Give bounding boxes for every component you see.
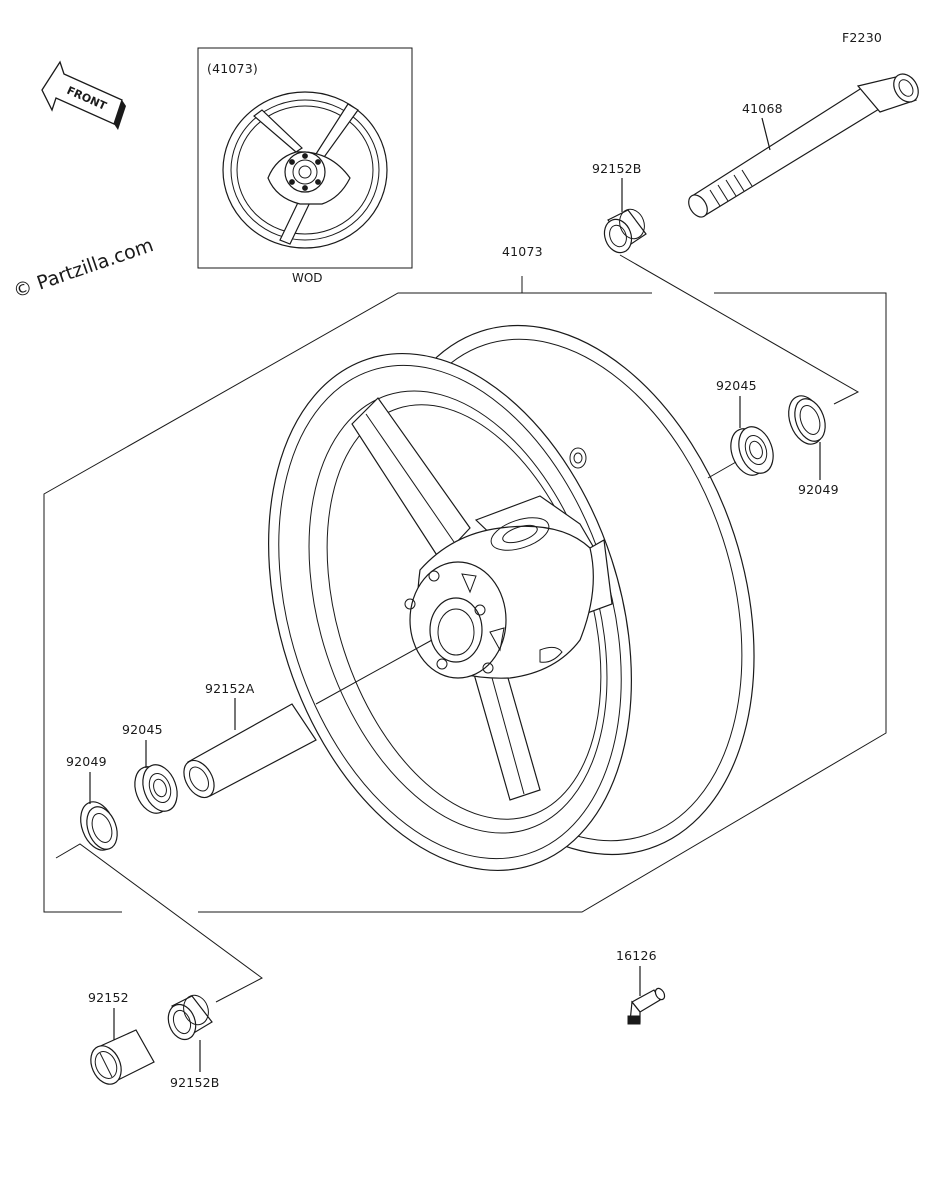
axle-icon [688, 73, 919, 218]
label-collar-bottom: 92152B [170, 1075, 220, 1090]
wheel-hub-icon [404, 517, 594, 679]
inset-caption: WOD [292, 271, 323, 285]
label-seal-left: 92049 [66, 754, 107, 769]
label-collar-top-right: 92152B [592, 161, 642, 176]
valve-icon [627, 987, 666, 1025]
label-valve: 16126 [616, 948, 657, 963]
inset-wheel-icon [222, 91, 388, 249]
diagram-code: F2230 [842, 30, 882, 45]
seal-right-icon [788, 395, 826, 445]
label-bearing-right: 92045 [716, 378, 757, 393]
collar-top-right-icon [603, 208, 647, 254]
label-bearing-left: 92045 [122, 722, 163, 737]
sleeve-icon [183, 703, 317, 799]
seal-left-icon [80, 801, 118, 851]
front-direction-arrow: FRONT [41, 60, 126, 130]
inset-wheel-panel: (41073) WOD [197, 47, 413, 285]
label-sleeve: 92152A [205, 681, 255, 696]
bearing-right-icon [730, 426, 774, 476]
watermark-text: © Partzilla.com [10, 234, 156, 303]
label-wheel: 41073 [502, 244, 543, 259]
label-seal-right: 92049 [798, 482, 839, 497]
label-collar: 92152 [88, 990, 129, 1005]
bearing-left-icon [134, 764, 178, 814]
assembly-outline [43, 276, 887, 913]
inset-part-number: (41073) [207, 61, 258, 76]
label-axle: 41068 [742, 101, 783, 116]
collar-icon [90, 1029, 155, 1085]
collar-bottom-icon [167, 994, 213, 1041]
